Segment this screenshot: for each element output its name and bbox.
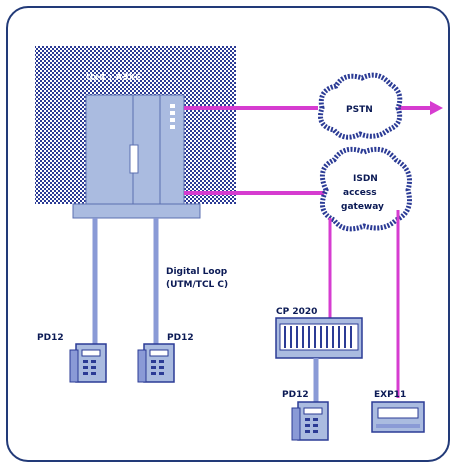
- isdn-label-2: access: [343, 188, 377, 198]
- terminal-icon: [372, 402, 424, 432]
- isdn-label-1: ISDN: [353, 174, 378, 184]
- phone-right-icon: [292, 402, 328, 440]
- phone-mid-icon: [138, 344, 174, 382]
- phone-left-label: PD12: [37, 333, 64, 343]
- pstn-label: PSTN: [346, 105, 373, 115]
- device-cp-icon: [276, 318, 362, 358]
- pbx-cabinet: [73, 95, 200, 218]
- digital-loop-label-1: Digital Loop: [166, 267, 228, 277]
- phone-left-icon: [70, 344, 106, 382]
- phone-right-label: PD12: [282, 390, 309, 400]
- terminal-label: EXP11: [374, 390, 406, 400]
- device-cp-label: CP 2020: [276, 307, 317, 317]
- phone-mid-label: PD12: [167, 333, 194, 343]
- isdn-label-3: gateway: [341, 202, 384, 212]
- switch-label: Ux4 : A3XC: [86, 73, 142, 83]
- digital-loop-label-2: (UTM/TCL C): [166, 280, 228, 290]
- arrow-pstn-out: [430, 101, 443, 115]
